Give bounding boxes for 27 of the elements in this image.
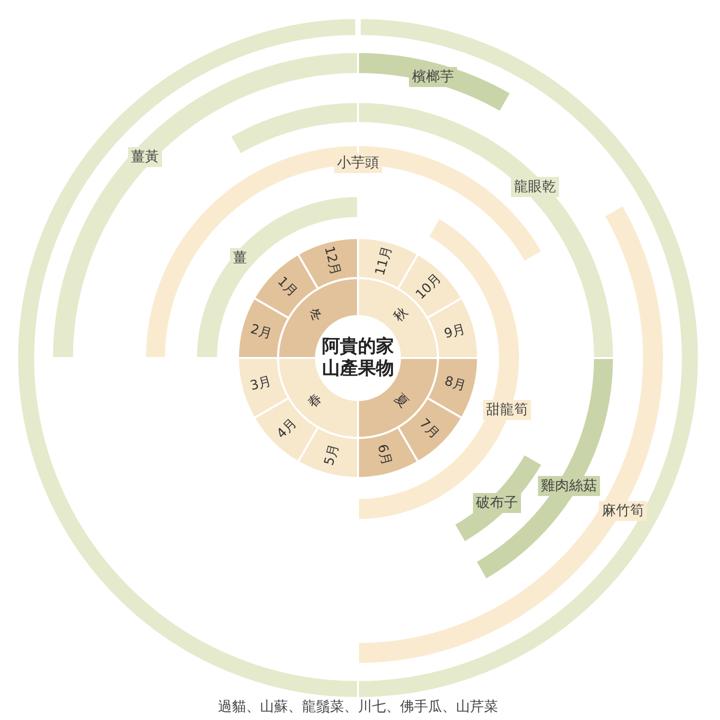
month-label: 3月 — [249, 374, 274, 394]
produce-label: 薑 — [230, 248, 250, 268]
month-label: 12月 — [321, 245, 344, 278]
produce-label: 檳榔芋 — [409, 67, 457, 87]
season-label: 冬 — [304, 304, 325, 325]
produce-label: 雞肉絲菇 — [538, 476, 600, 496]
month-label: 11月 — [372, 245, 395, 278]
month-label: 1月 — [274, 274, 300, 300]
produce-label: 薑黃 — [128, 147, 162, 167]
month-label: 5月 — [322, 442, 342, 467]
produce-label: 過貓、山蘇、龍鬚菜、川七、佛手瓜、山芹菜 — [218, 699, 498, 715]
season-label: 秋 — [391, 304, 412, 325]
chart-title: 阿貴的家山產果物 — [321, 336, 395, 380]
produce-label: 龍眼乾 — [511, 177, 559, 197]
month-label: 8月 — [442, 374, 467, 394]
produce-label: 麻竹筍 — [599, 501, 647, 521]
month-label: 2月 — [249, 322, 274, 342]
produce-label: 小芋頭 — [334, 153, 382, 173]
produce-label: 破布子 — [473, 493, 521, 513]
season-label: 春 — [304, 391, 325, 412]
season-label: 夏 — [391, 391, 412, 412]
month-label: 4月 — [274, 416, 300, 442]
month-label: 6月 — [374, 442, 394, 467]
month-label: 9月 — [442, 322, 467, 342]
month-label: 10月 — [412, 272, 444, 304]
produce-label: 甜龍筍 — [483, 400, 531, 420]
month-label: 7月 — [416, 416, 442, 442]
